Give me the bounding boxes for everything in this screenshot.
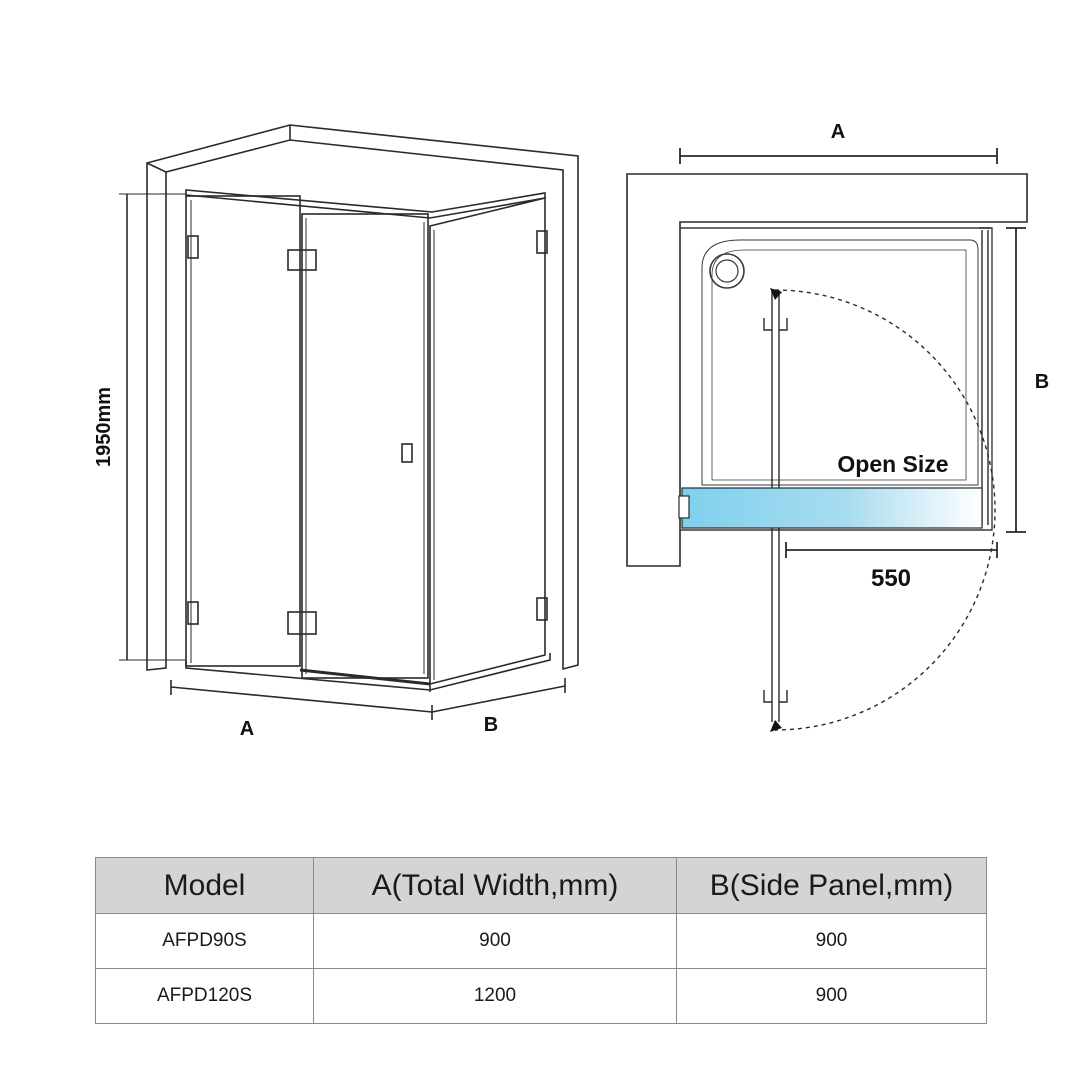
- header-total-width: A(Total Width,mm): [313, 857, 677, 914]
- cell-total-width: 1200: [313, 968, 677, 1024]
- open-size-dimension: [785, 542, 998, 558]
- front-width-dimension: [170, 678, 566, 720]
- wall-bracket-bottom-left: [187, 601, 199, 625]
- shower-base: [185, 653, 551, 691]
- plan-side-panel: [979, 227, 991, 525]
- fixed-panel-left: [185, 195, 301, 667]
- plan-depth-dimension: [1006, 227, 1026, 533]
- door-closed-position: [763, 290, 788, 488]
- open-size-label: Open Size: [837, 451, 948, 477]
- top-rail: [185, 189, 546, 219]
- header-side-panel: B(Side Panel,mm): [676, 857, 987, 914]
- front-width-label: A: [240, 718, 254, 740]
- spec-table-header-row: Model A(Total Width,mm) B(Side Panel,mm): [95, 857, 987, 914]
- header-model: Model: [95, 857, 314, 914]
- plan-width-dimension: [679, 148, 998, 164]
- side-panel: [429, 196, 546, 686]
- open-size-value: 550: [871, 565, 911, 592]
- fixed-panel-hinge: [678, 495, 690, 519]
- door-open-position: [763, 528, 788, 722]
- table-row: AFPD90S 900 900: [95, 913, 987, 969]
- spec-table: Model A(Total Width,mm) B(Side Panel,mm)…: [95, 857, 987, 1024]
- height-dimension: [119, 193, 186, 661]
- height-label: 1950mm: [93, 387, 115, 467]
- table-row: AFPD120S 1200 900: [95, 968, 987, 1024]
- door-hinge-top: [287, 249, 317, 271]
- front-depth-label: B: [484, 714, 498, 736]
- wall-bracket-top-left: [187, 235, 199, 259]
- cell-model: AFPD120S: [95, 968, 314, 1024]
- plan-tray: [680, 227, 993, 531]
- plan-depth-label: B: [1035, 371, 1049, 393]
- cell-side-panel: 900: [676, 968, 987, 1024]
- wall-bracket-top-right: [536, 230, 548, 254]
- swing-arrow-bottom: [770, 720, 782, 732]
- plan-walls: [626, 173, 1028, 567]
- door-handle: [401, 443, 413, 463]
- cell-side-panel: 900: [676, 913, 987, 969]
- door-panel: [301, 213, 429, 679]
- wall-outline: [146, 124, 579, 671]
- door-swing-arc: [774, 289, 996, 731]
- door-hinge-bottom: [287, 611, 317, 635]
- front-view: [146, 124, 579, 692]
- drain: [709, 253, 745, 289]
- open-size-bar: [681, 487, 983, 529]
- swing-arrow-top: [770, 288, 782, 300]
- cell-model: AFPD90S: [95, 913, 314, 969]
- plan-width-label: A: [831, 121, 845, 143]
- wall-bracket-bottom-right: [536, 597, 548, 621]
- cell-total-width: 900: [313, 913, 677, 969]
